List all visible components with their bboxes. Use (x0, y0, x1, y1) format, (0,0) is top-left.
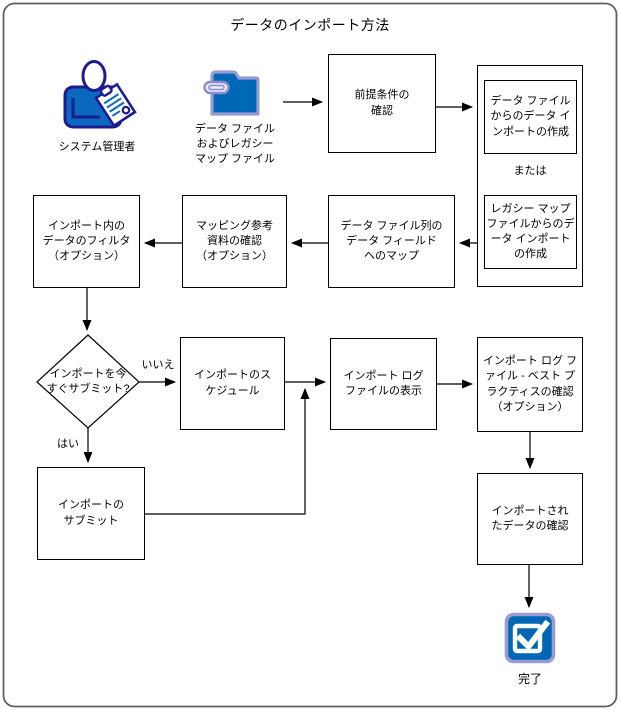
node-map-to-fields: データ ファイル列の データ フィールド へのマップ (328, 195, 455, 288)
node-prerequisites: 前提条件の 確認 (328, 54, 436, 153)
node-view-log: インポート ログ ファイルの表示 (330, 338, 437, 430)
page-title: データのインポート方法 (230, 17, 390, 33)
admin-label: システム管理者 (58, 141, 136, 153)
decision-submit-now: インポートを今 すぐサブミット? (46, 368, 130, 395)
node-verify-imported-data: インポートされ たデータの確認 (477, 473, 583, 565)
decision-diamond-shape (36, 334, 140, 429)
node-log-best-practices: インポート ログ フ ァイル - ベスト プ ラクティスの確認 （オプション） (477, 337, 583, 432)
node-create-from-legacy-map: レガシー マップ ファイルからのデ ータ インポート の作成 (484, 195, 577, 269)
arrow-submit-join-line (145, 388, 310, 515)
edge-label-no: いいえ (141, 359, 175, 371)
edge-label-yes: はい (57, 438, 79, 450)
admin-icon (63, 60, 137, 129)
done-check-icon (504, 612, 556, 664)
or-label: または (513, 165, 547, 177)
node-mapping-reference: マッピング参考 資料の確認 （オプション） (182, 195, 287, 288)
done-label: 完了 (517, 672, 542, 686)
node-create-import-group: データ ファイル からのデータ イ ンポートの作成 または レガシー マップ フ… (477, 65, 583, 287)
node-schedule-import: インポートのス ケジュール (180, 337, 285, 430)
node-submit-import: インポートの サブミット (37, 467, 145, 560)
node-create-from-data-file: データ ファイル からのデータ イ ンポートの作成 (484, 80, 577, 154)
node-filter-data: インポート内の データのフィルタ （オプション） (33, 195, 140, 288)
data-files-label: データ ファイル およびレガシー マップ ファイル (194, 123, 276, 165)
folder-icon (203, 70, 260, 116)
